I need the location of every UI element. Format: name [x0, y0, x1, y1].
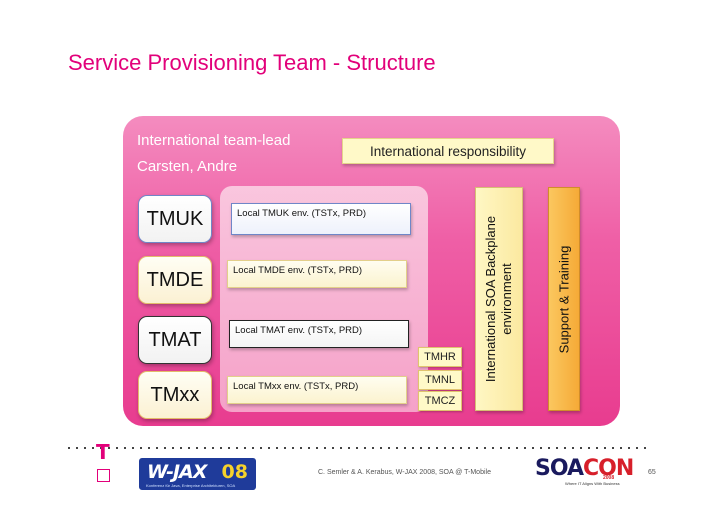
- local-env-tmuk: Local TMUK env. (TSTx, PRD): [231, 203, 411, 235]
- footer-credit: C. Semler & A. Kerabus, W-JAX 2008, SOA …: [318, 469, 491, 476]
- brand-t-logo: T: [96, 440, 110, 464]
- wjax-logo-text: W-JAX: [147, 461, 207, 483]
- wjax-logo-tagline: Konferenz für Java, Enterprise Architekt…: [146, 483, 236, 488]
- soa-backplane-line1: International SOA Backplane: [483, 215, 499, 383]
- local-env-tmxx: Local TMxx env. (TSTx, PRD): [227, 376, 407, 404]
- soa-backplane-label: International SOA Backplane environment: [483, 216, 515, 382]
- country-tag-tmhr: TMHR: [418, 347, 462, 367]
- support-training-bar: Support & Training: [548, 187, 580, 411]
- footer-dotted-line: [68, 447, 648, 449]
- soacon-logo-con: CON: [582, 456, 634, 481]
- team-lead-label: International team-lead: [137, 132, 291, 149]
- page-number: 65: [648, 469, 656, 476]
- soacon-logo-soa: SOA: [535, 456, 584, 481]
- wjax-logo: W-JAX 08 Konferenz für Java, Enterprise …: [139, 458, 256, 490]
- country-tag-tmnl: TMNL: [418, 370, 462, 390]
- brand-square-icon: [97, 469, 110, 482]
- country-box-tmde: TMDE: [138, 256, 212, 304]
- local-env-tmde: Local TMDE env. (TSTx, PRD): [227, 260, 407, 288]
- wjax-logo-year: 08: [221, 461, 248, 483]
- soacon-logo-year: 2008: [603, 475, 615, 481]
- international-responsibility-box: International responsibility: [342, 138, 554, 164]
- soacon-logo-tagline: Where IT Aligns With Business: [565, 481, 620, 486]
- soa-backplane-bar: International SOA Backplane environment: [475, 187, 523, 411]
- slide-title: Service Provisioning Team - Structure: [68, 50, 436, 75]
- support-training-label: Support & Training: [556, 245, 572, 353]
- country-tag-tmcz: TMCZ: [418, 391, 462, 411]
- country-box-tmxx: TMxx: [138, 371, 212, 419]
- soacon-logo: SOACON 2008 Where IT Aligns With Busines…: [535, 456, 634, 490]
- local-env-tmat: Local TMAT env. (TSTx, PRD): [229, 320, 409, 348]
- team-lead-names: Carsten, Andre: [137, 158, 238, 175]
- country-box-tmuk: TMUK: [138, 195, 212, 243]
- country-box-tmat: TMAT: [138, 316, 212, 364]
- soa-backplane-line2: environment: [499, 263, 515, 335]
- soacon-logo-text: SOACON: [535, 456, 634, 481]
